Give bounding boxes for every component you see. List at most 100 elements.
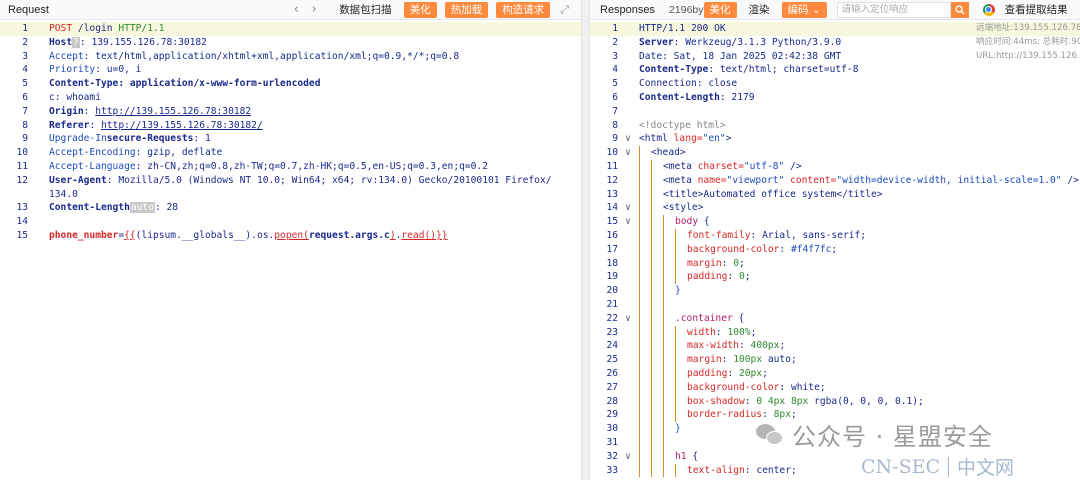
fold-gutter — [620, 367, 636, 381]
code-content: <meta charset="utf-8" /> — [636, 159, 802, 174]
line-number: 32 — [606, 450, 618, 462]
code-token: : Arial, sans-serif; — [750, 229, 867, 241]
fold-chevron-icon[interactable]: ∨ — [625, 133, 631, 145]
indent-guide — [639, 339, 651, 354]
code-token: : u=0, i — [95, 64, 142, 76]
search-button[interactable] — [950, 1, 969, 18]
response-beautify-button[interactable]: 美化 — [703, 1, 737, 18]
code-content: Referer: http://139.155.126.78:30182/ — [46, 119, 263, 133]
site-watermark-divider — [948, 456, 950, 477]
indent-guide — [639, 325, 651, 340]
indent-guide — [675, 353, 687, 367]
code-token: 20px — [739, 367, 763, 379]
fold-chevron-icon[interactable]: ∨ — [625, 202, 631, 214]
fold-chevron-icon[interactable]: ∨ — [625, 216, 631, 228]
code-line: 15∨body { — [590, 215, 1080, 229]
indent-guide — [675, 380, 687, 395]
code-token: (lipsum.__globals__).os. — [135, 229, 275, 241]
code-token: popen( — [274, 229, 309, 241]
indent-guide — [675, 242, 687, 257]
wechat-icon — [756, 423, 784, 446]
fold-gutter — [30, 174, 46, 188]
code-token: charset= — [697, 160, 744, 172]
fold-gutter — [30, 146, 46, 160]
line-number: 6 — [612, 91, 618, 103]
line-number: 18 — [606, 257, 618, 269]
code-token: /> — [1061, 174, 1079, 186]
indent-guide — [663, 422, 675, 436]
code-token: secure-Requests — [106, 133, 194, 145]
code-token: width — [687, 326, 716, 338]
response-search-input[interactable] — [836, 1, 951, 18]
code-token: 134.0 — [49, 188, 78, 200]
render-button[interactable]: 渲染 — [748, 4, 770, 16]
fold-chevron-icon[interactable]: ∨ — [625, 147, 631, 159]
indent-guide — [663, 297, 675, 312]
line-number: 12 — [16, 174, 28, 186]
code-token: </title> — [836, 188, 883, 200]
encoding-dropdown[interactable]: 编码 ⌄ — [781, 1, 827, 18]
code-line: 7 — [590, 105, 1080, 119]
code-content: } — [636, 422, 681, 436]
request-beautify-button[interactable]: 美化 — [403, 1, 437, 18]
code-token: border-radius — [687, 409, 763, 421]
fold-gutter — [30, 132, 46, 146]
construct-request-button[interactable]: 构造请求 — [496, 1, 551, 18]
line-number: 20 — [606, 285, 618, 297]
line-number: 9 — [22, 133, 28, 145]
indent-guide — [651, 187, 663, 202]
site-watermark-right: 中文网 — [957, 457, 1015, 479]
code-content: <meta name="viewport" content="width=dev… — [636, 173, 1079, 188]
code-token: Content-Type — [49, 78, 119, 90]
packet-scan-button[interactable]: 数据包扫描 — [339, 4, 392, 16]
code-token: : — [727, 367, 739, 379]
fold-gutter — [620, 381, 636, 395]
fold-gutter — [620, 464, 636, 478]
code-content: <title>Automated office system</title> — [636, 187, 883, 202]
fold-chevron-icon[interactable]: ∨ — [625, 312, 631, 324]
line-number: 7 — [22, 105, 28, 117]
indent-guide — [639, 297, 651, 312]
code-token: : — [721, 354, 734, 366]
fold-gutter — [30, 91, 46, 105]
code-token: "utf-8" — [743, 160, 785, 172]
indent-guide — [639, 270, 651, 285]
indent-guide — [639, 353, 651, 367]
fold-gutter — [620, 408, 636, 422]
code-line: 12<meta name="viewport" content="width=d… — [590, 173, 1080, 188]
panel-divider[interactable] — [582, 0, 590, 480]
request-url: URL:http://139.155.126.78:30182/login — [976, 50, 1080, 61]
fold-gutter — [620, 91, 636, 105]
line-number: 25 — [606, 354, 618, 366]
view-extract-button[interactable]: 查看提取结果 — [1004, 4, 1068, 16]
fold-gutter — [620, 436, 636, 450]
fold-gutter — [620, 188, 636, 202]
code-token: Content-Type — [639, 64, 709, 76]
fold-gutter — [620, 119, 636, 133]
code-token: : zh-CN,zh;q=0.8,zh-TW;q=0.7,zh-HK;q=0.5… — [135, 160, 488, 172]
line-number: 5 — [612, 78, 618, 90]
fold-gutter — [30, 229, 46, 243]
fold-chevron-icon[interactable]: ∨ — [625, 450, 631, 462]
code-token: : — [715, 326, 728, 338]
indent-guide — [639, 380, 651, 395]
code-token: 400px — [750, 340, 780, 352]
fold-gutter — [30, 188, 46, 202]
chevron-right-icon[interactable]: › — [311, 2, 317, 17]
expand-icon[interactable]: ⤢ — [560, 2, 569, 16]
code-token: 0 — [733, 257, 739, 269]
fold-gutter — [30, 105, 46, 119]
line-number: 26 — [606, 367, 618, 379]
code-token: Upgrade-In — [49, 133, 107, 145]
code-token: ; — [744, 271, 751, 283]
hot-load-button[interactable]: 热加载 — [444, 1, 489, 18]
chevron-left-icon[interactable]: ‹ — [293, 2, 299, 17]
code-token: content= — [790, 174, 837, 186]
chrome-icon[interactable] — [982, 3, 995, 16]
